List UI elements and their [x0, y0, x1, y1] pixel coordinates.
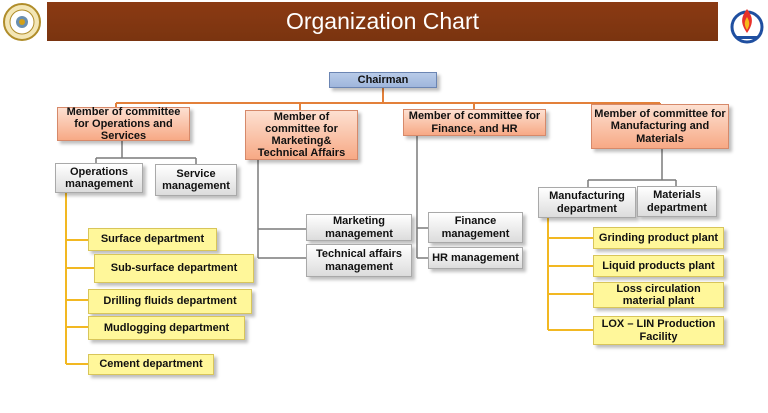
department-box: Drilling fluids department	[88, 289, 252, 314]
finance-management-box: Finance management	[428, 212, 523, 243]
department-box: Mudlogging department	[88, 316, 245, 340]
materials-department-box: Materials department	[637, 186, 717, 217]
plant-box: Liquid products plant	[593, 255, 724, 277]
technical-affairs-management-box: Technical affairs management	[306, 244, 412, 277]
plant-box: Grinding product plant	[593, 227, 724, 249]
department-box: Surface department	[88, 228, 217, 251]
title-bar: Organization Chart	[47, 2, 718, 41]
page-title: Organization Chart	[285, 8, 480, 34]
department-box: Cement department	[88, 354, 214, 375]
manufacturing-department-box: Manufacturing department	[538, 187, 636, 218]
operations-management-box: Operations management	[55, 163, 143, 193]
committee-marketing-box: Member of committee for Marketing& Techn…	[245, 110, 358, 160]
chairman-box: Chairman	[329, 72, 437, 88]
plant-box: Loss circulation material plant	[593, 282, 724, 308]
flame-logo-icon	[730, 9, 764, 44]
university-seal-icon	[3, 3, 41, 41]
hr-management-box: HR management	[428, 247, 523, 269]
marketing-management-box: Marketing management	[306, 214, 412, 241]
department-box: Sub-surface department	[94, 254, 254, 283]
committee-operations-box: Member of committee for Operations and S…	[57, 106, 190, 142]
committee-finance-box: Member of committee for Finance, and HR	[403, 109, 546, 136]
committee-manufacturing-box: Member of committee for Manufacturing an…	[591, 104, 729, 149]
service-management-box: Service management	[155, 164, 237, 196]
plant-box: LOX – LIN Production Facility	[593, 316, 724, 345]
